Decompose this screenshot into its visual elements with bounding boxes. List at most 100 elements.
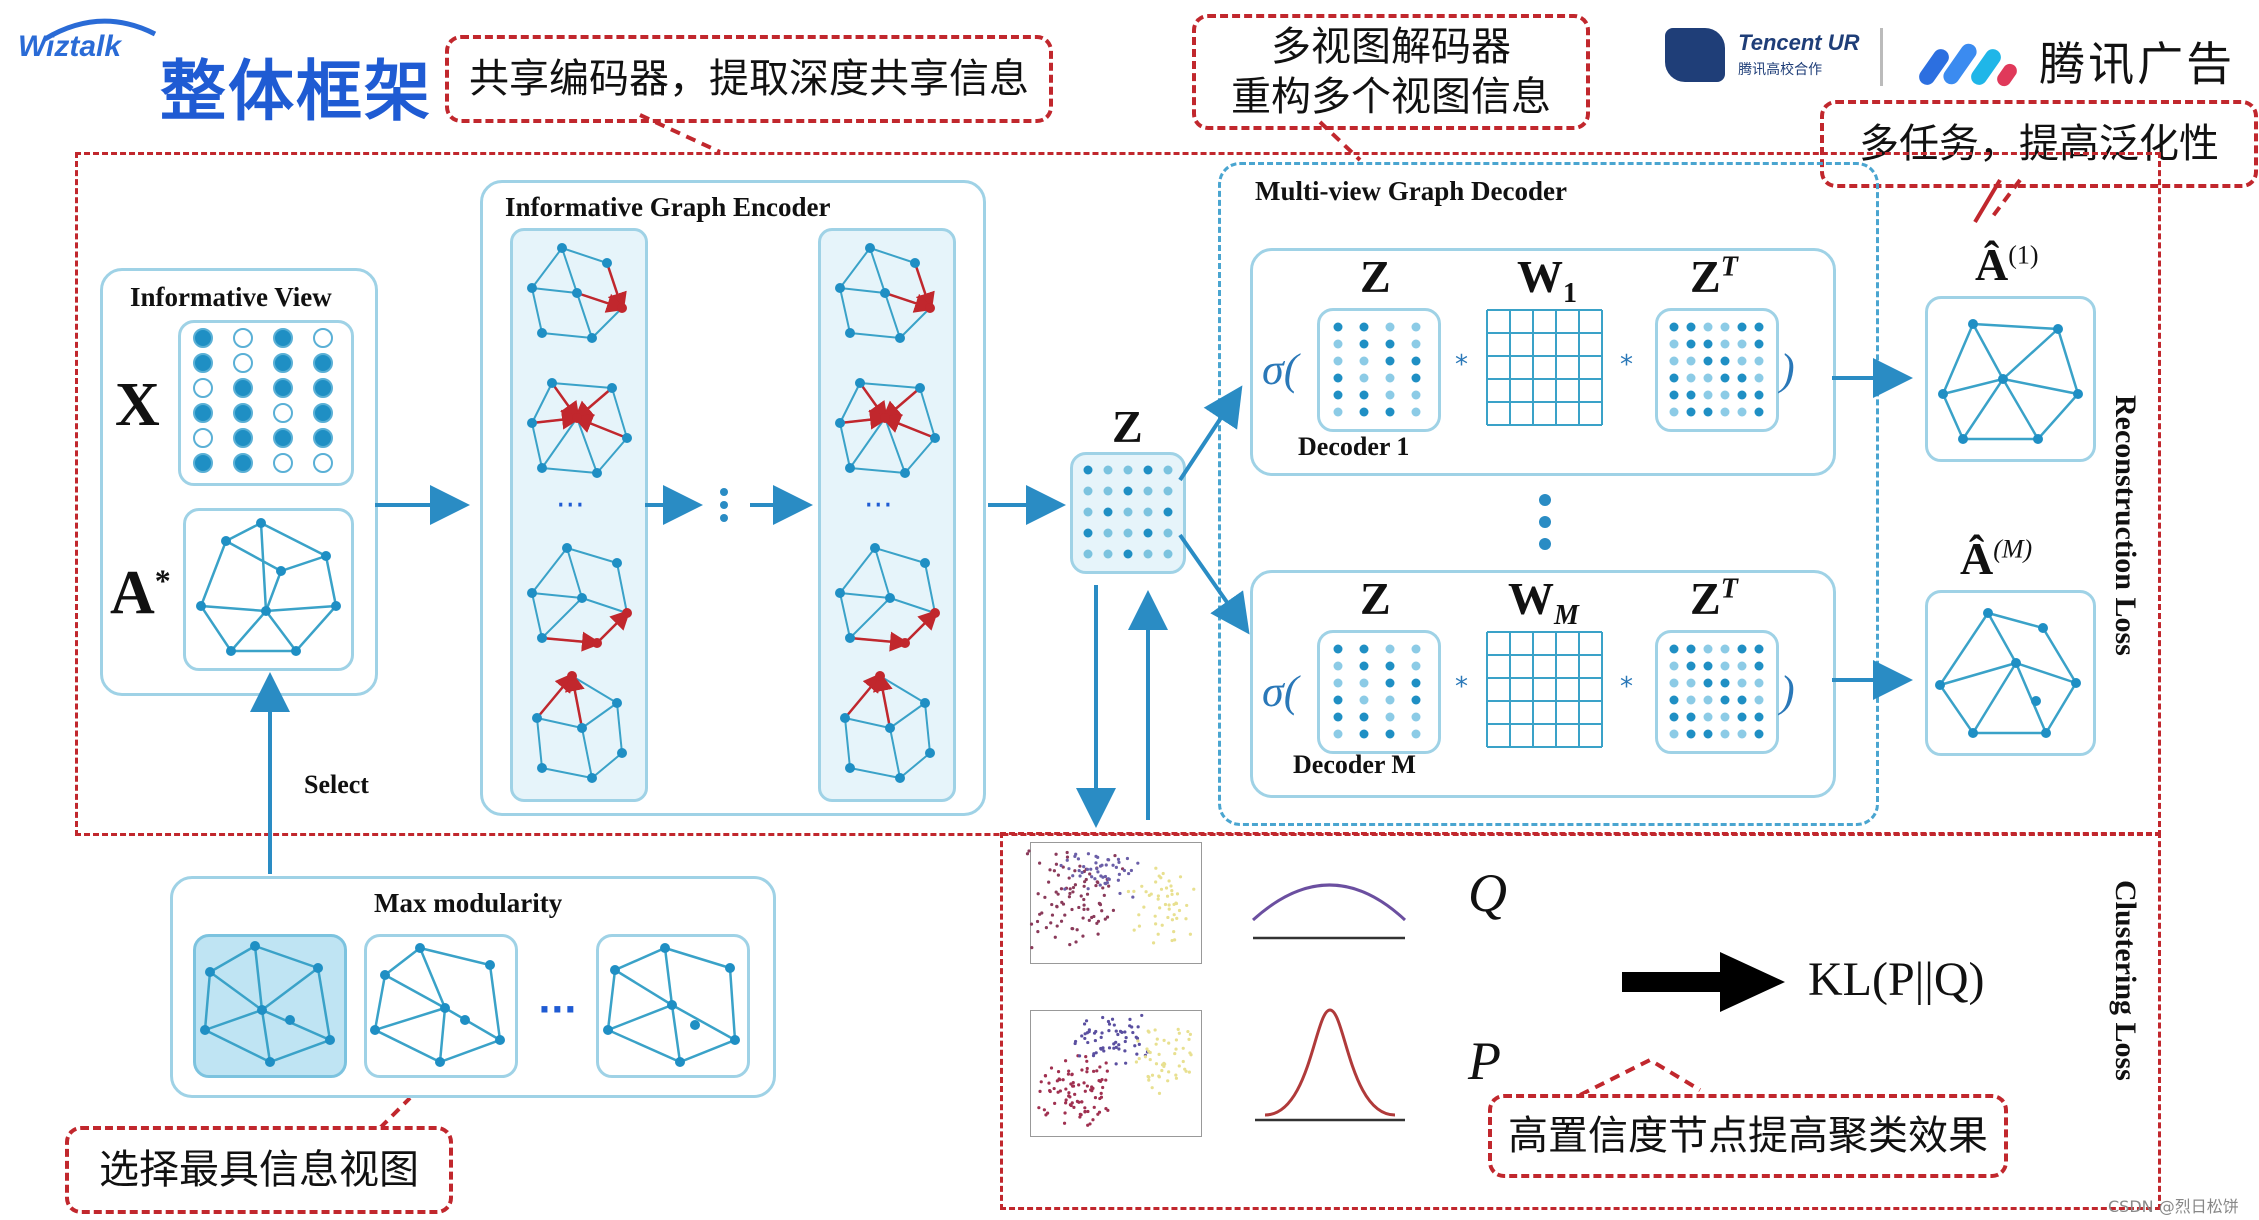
graph-node: [537, 328, 547, 338]
scatter-point: [1156, 897, 1160, 901]
graph-edge: [531, 287, 578, 294]
scatter-point: [1096, 1112, 1100, 1116]
graph-edge: [531, 422, 543, 469]
latent-cell: [1123, 549, 1133, 559]
wiztalk-swoosh-icon: [43, 18, 157, 42]
attention-edge: [572, 414, 628, 440]
graph-edge: [869, 247, 916, 264]
scatter-point: [1068, 943, 1072, 947]
scatter-point: [1188, 1032, 1192, 1036]
scatter-point: [1054, 890, 1058, 894]
scatter-point: [1073, 1092, 1077, 1096]
scatter-point: [1077, 1083, 1081, 1087]
embedding-cell: [1411, 390, 1421, 400]
scatter-point: [1102, 1049, 1106, 1053]
scatter-point: [1096, 855, 1100, 859]
decoder-1-star-1: *: [1455, 350, 1468, 380]
scatter-point: [1070, 1072, 1074, 1076]
scatter-point: [1136, 861, 1140, 865]
scatter-point: [1082, 884, 1086, 888]
scatter-point: [1081, 916, 1085, 920]
embedding-cell: [1720, 339, 1730, 349]
scatter-point: [1130, 1025, 1134, 1029]
scatter-point: [1147, 1078, 1151, 1082]
scatter-point: [1083, 1036, 1087, 1041]
feature-cell: [273, 428, 293, 448]
graph-node: [835, 588, 845, 598]
embedding-cell: [1385, 373, 1395, 383]
embedding-cell: [1703, 695, 1713, 705]
scatter-point: [1093, 877, 1097, 881]
scatter-point: [1065, 855, 1070, 859]
tencent-ads-logo-text: 腾讯广告: [2039, 37, 2236, 91]
embedding-cell: [1737, 729, 1747, 739]
scatter-point: [1137, 1042, 1141, 1046]
scatter-point: [1142, 905, 1146, 909]
graph-node: [572, 413, 582, 423]
feature-cell: [313, 453, 333, 473]
embedding-cell: [1754, 339, 1764, 349]
latent-cell: [1143, 528, 1153, 538]
scatter-point: [1071, 927, 1075, 931]
decoder-panel: [1218, 162, 1879, 826]
embedding-cell: [1385, 390, 1395, 400]
scatter-point: [1124, 1035, 1128, 1040]
embedding-cell: [1359, 339, 1369, 349]
encoder-callout-text: 共享编码器，提取深度共享信息: [469, 56, 1029, 102]
scatter-point: [1135, 1052, 1139, 1056]
embedding-cell: [1754, 356, 1764, 366]
latent-cell: [1103, 549, 1113, 559]
decoder-m-star-1: *: [1455, 672, 1468, 702]
scatter-point: [1178, 875, 1183, 879]
embedding-cell: [1385, 644, 1395, 654]
embedding-cell: [1411, 712, 1421, 722]
scatter-point: [1056, 892, 1060, 896]
embedding-cell: [1737, 644, 1747, 654]
scatter-point: [1101, 1015, 1105, 1020]
scatter-point: [1074, 940, 1078, 944]
graph-edge: [541, 467, 598, 474]
view-select-callout-text: 选择最具信息视图: [99, 1147, 419, 1193]
scatter-point: [1086, 887, 1090, 891]
scatter-point: [1086, 907, 1090, 911]
scatter-point: [1116, 857, 1121, 861]
feature-cell: [193, 353, 213, 373]
latent-z-dots: [1083, 465, 1173, 559]
scatter-point: [1111, 863, 1115, 867]
graph-edge: [531, 382, 553, 424]
scatter-point: [1080, 1100, 1084, 1104]
graph-node: [880, 288, 890, 298]
scatter-point: [1113, 853, 1117, 858]
scatter-point: [1025, 852, 1030, 856]
scatter-point: [1092, 914, 1096, 919]
reconstruction-am-symbol: Â(M): [1960, 533, 2033, 584]
scatter-point: [1160, 1068, 1164, 1073]
scatter-point: [1117, 872, 1121, 876]
graph-edge: [531, 287, 543, 334]
scatter-point: [1148, 1050, 1152, 1055]
scatter-point: [1143, 1055, 1148, 1059]
embedding-cell: [1754, 712, 1764, 722]
scatter-point: [1167, 907, 1171, 911]
q-distribution-curve: [1251, 883, 1407, 922]
scatter-point: [1073, 854, 1077, 858]
view-tile-n: [596, 934, 750, 1078]
decoder-1-close-paren: ): [1780, 345, 1795, 394]
embedding-cell: [1686, 390, 1696, 400]
scatter-point: [1140, 884, 1144, 888]
graph-edge: [874, 547, 926, 564]
scatter-point: [1053, 1101, 1057, 1106]
graph-edge: [531, 247, 563, 289]
decoder-1-w-grid: [1486, 309, 1603, 426]
scatter-point: [1129, 868, 1134, 873]
scatter-point: [1097, 901, 1101, 905]
decoder-1-label: Decoder 1: [1298, 432, 1410, 461]
feature-cell: [233, 428, 253, 448]
scatter-point: [1096, 932, 1100, 936]
scatter-point: [1087, 918, 1091, 922]
scatter-point: [1134, 1060, 1139, 1064]
graph-node: [845, 463, 855, 473]
feature-cell: [233, 353, 253, 373]
scatter-point: [1101, 1046, 1105, 1050]
scatter-point: [1170, 889, 1174, 893]
